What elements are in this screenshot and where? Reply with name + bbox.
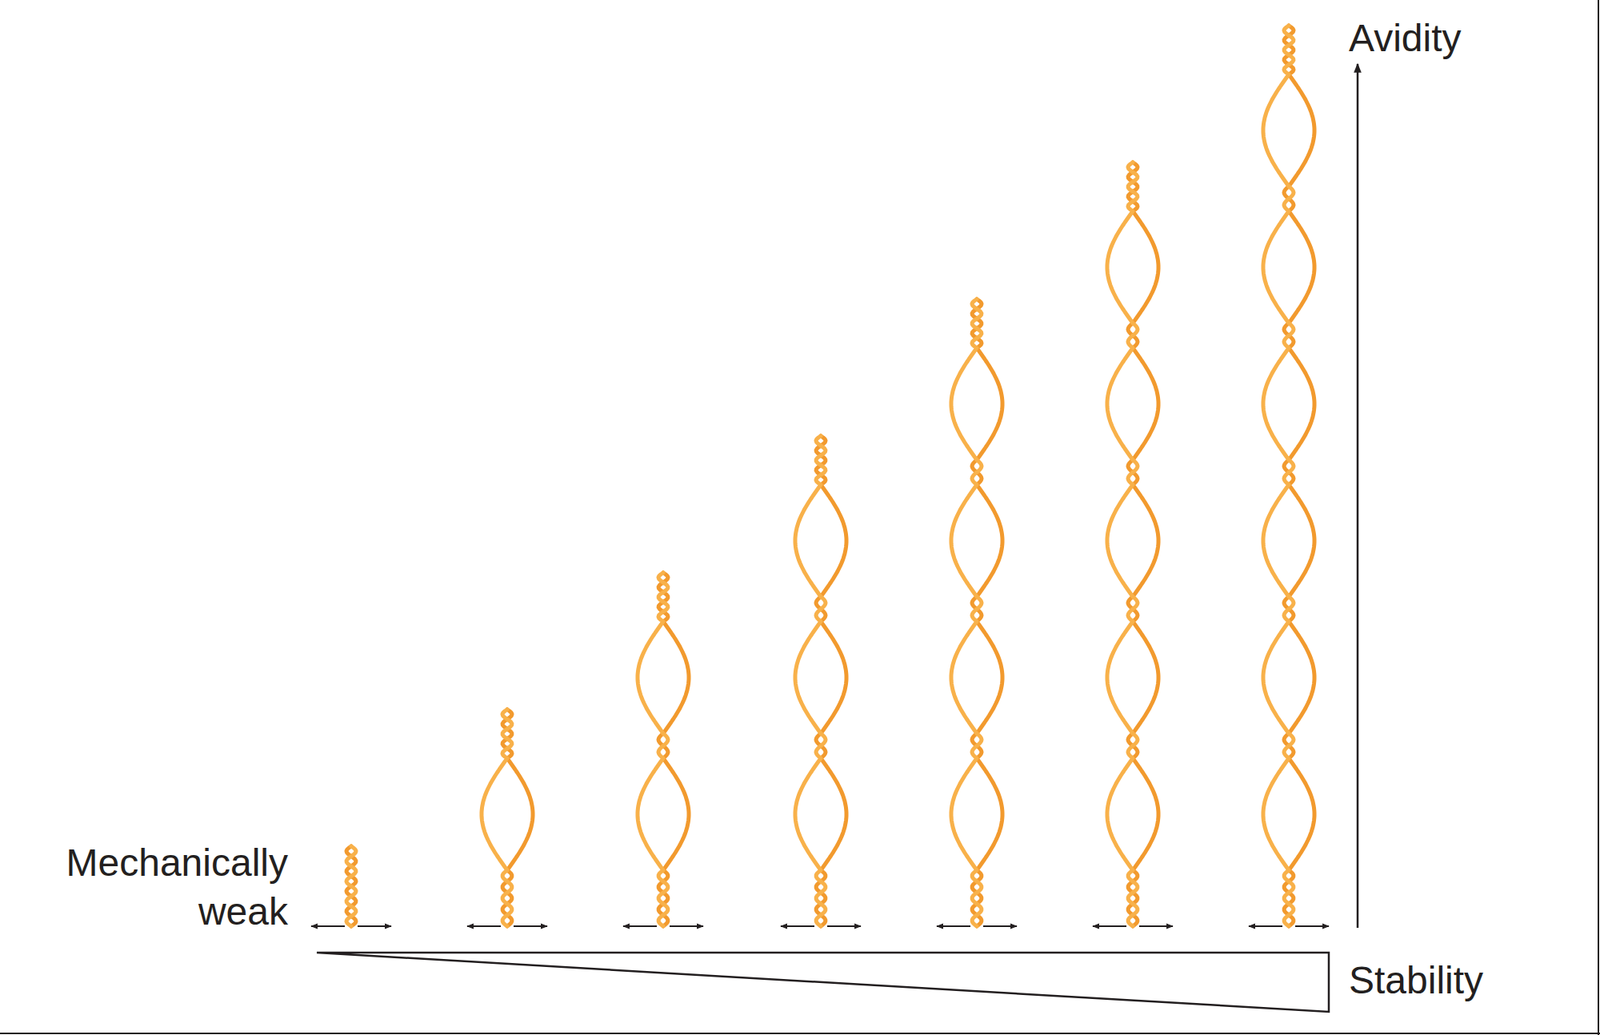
fibril-group — [311, 25, 1329, 927]
fibril-strand — [972, 299, 1003, 927]
strain-arrow — [1139, 925, 1173, 928]
fibril-strand — [816, 436, 847, 927]
fibril-strand — [1263, 25, 1294, 927]
strain-arrow — [1092, 925, 1127, 928]
axis-label: Avidity — [1348, 13, 1589, 63]
strain-arrow — [936, 925, 971, 928]
fibril-strand — [346, 846, 356, 927]
strain-arrow — [623, 925, 657, 928]
fibril-strand — [658, 572, 689, 927]
frame-line — [0, 1032, 1600, 1035]
avidity-axis — [1356, 64, 1360, 928]
frame-line — [1597, 0, 1600, 1035]
fibril-strand — [1128, 162, 1159, 927]
fibril-strand — [795, 436, 826, 927]
strain-arrow — [1295, 925, 1329, 928]
mechanically-weak-label: Mechanically weak — [32, 838, 288, 936]
strain-arrow — [669, 925, 704, 928]
fibril-strand — [481, 709, 512, 927]
stability-wedge — [316, 952, 1329, 1012]
fibril-strand — [637, 572, 668, 927]
fibril-strand — [346, 846, 356, 927]
strain-arrow — [467, 925, 501, 928]
fibril-strand — [1107, 162, 1138, 927]
strain-arrow — [780, 925, 815, 928]
strain-arrow — [1248, 925, 1283, 928]
strain-arrow — [513, 925, 548, 928]
strain-arrow — [827, 925, 861, 928]
fibril-strand — [951, 299, 982, 927]
strain-arrow — [311, 925, 345, 928]
fibril-strand — [1284, 25, 1315, 927]
strain-arrow — [983, 925, 1017, 928]
axis-label: Stability — [1348, 956, 1589, 1005]
strain-arrow — [357, 925, 392, 928]
